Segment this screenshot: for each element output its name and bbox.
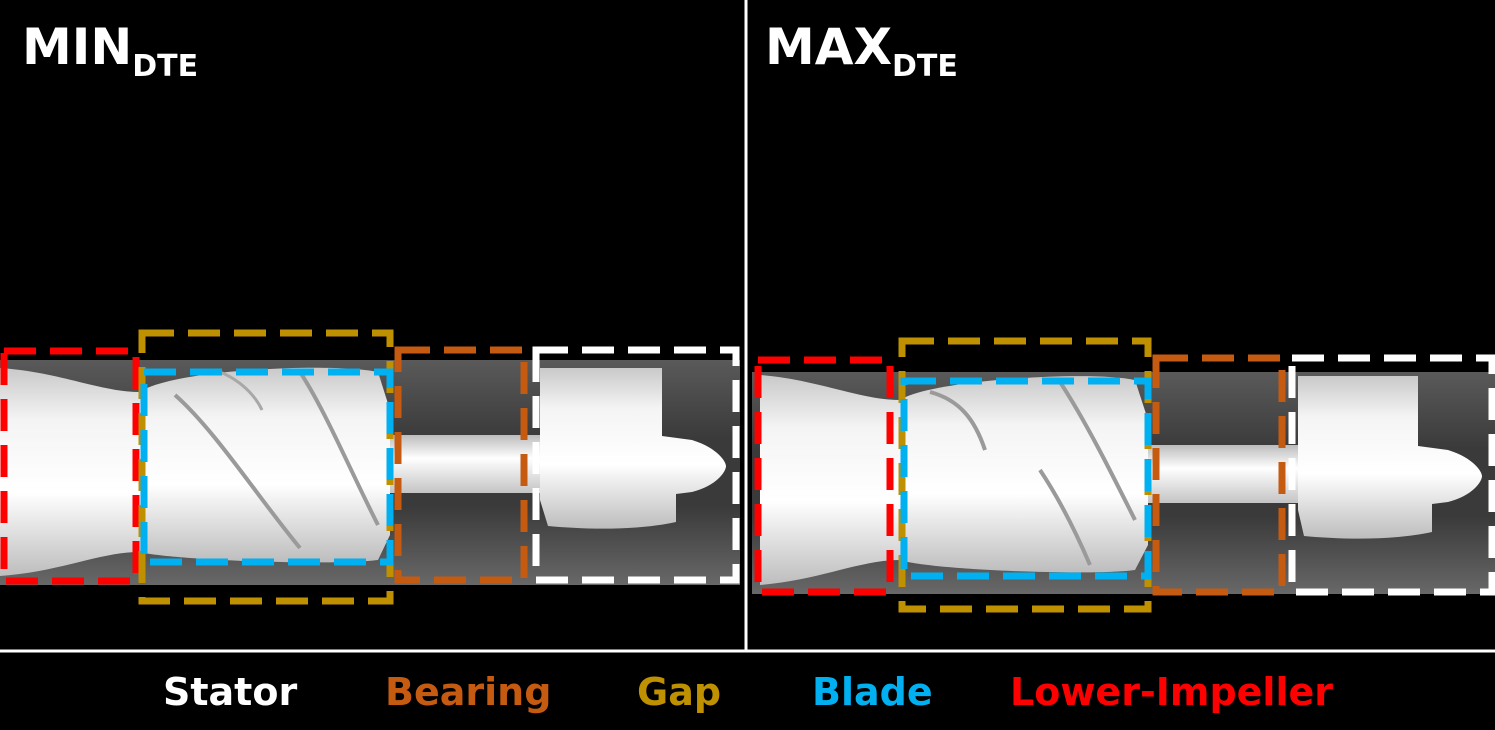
panel-min-title: MINDTE: [22, 18, 198, 84]
stator-region: [532, 346, 740, 584]
lower-impeller-region: [754, 356, 894, 596]
bearing-region: [1152, 354, 1286, 596]
stator-shape: [1298, 376, 1482, 539]
blade-region: [900, 377, 1152, 580]
stator-shape: [540, 368, 726, 529]
blade-rotor-shape: [140, 367, 390, 563]
legend-lower-impeller: Lower-Impeller: [1010, 670, 1333, 714]
blade-helix: [173, 393, 302, 550]
legend: Stator Bearing Gap Blade Lower-Impeller: [0, 655, 1495, 730]
lower-impeller-region: [0, 347, 140, 585]
legend-bearing: Bearing: [385, 670, 552, 714]
blade-helix: [298, 370, 380, 526]
bearing-region: [394, 346, 528, 584]
blade-helix: [1058, 380, 1137, 521]
lower-impeller-shape: [760, 375, 900, 585]
blade-helix: [1038, 468, 1092, 566]
legend-stator: Stator: [163, 670, 298, 714]
blade-helix: [929, 390, 987, 451]
blade-region: [140, 368, 394, 566]
legend-gap: Gap: [637, 670, 722, 714]
blade-helix: [219, 370, 264, 411]
panel-max-title: MAXDTE: [765, 18, 958, 84]
lower-impeller-shape: [0, 368, 140, 576]
stator-region: [1288, 354, 1495, 596]
bearing-shaft: [390, 435, 540, 493]
panel-max: MAXDTE: [752, 18, 1495, 613]
panel-min: MINDTE: [0, 18, 740, 605]
bearing-shaft: [1148, 445, 1298, 503]
legend-blade: Blade: [812, 670, 933, 714]
